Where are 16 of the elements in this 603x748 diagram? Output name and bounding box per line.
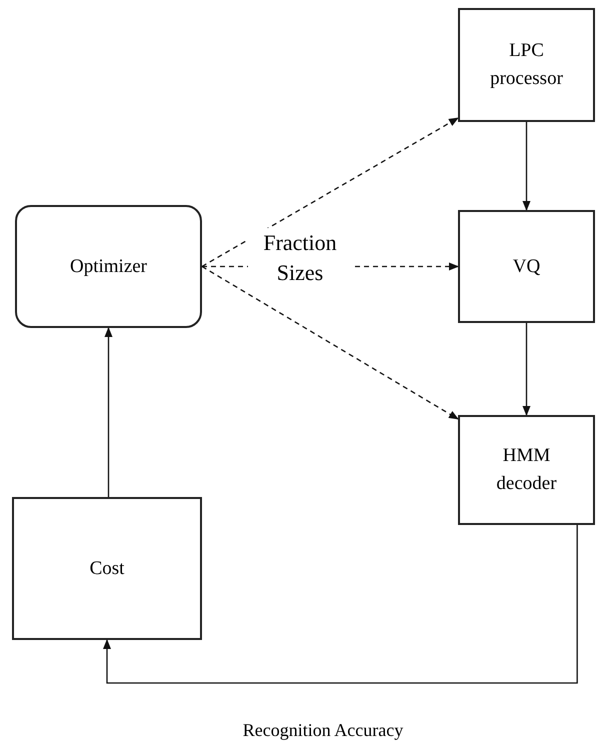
process-box [458, 210, 595, 323]
box-label: Optimizer [70, 254, 148, 278]
arrow [103, 525, 578, 684]
arrow [522, 323, 530, 416]
arrow [202, 117, 459, 268]
box-label: LPC processor [489, 39, 564, 91]
box-label: HMM decoder [495, 444, 558, 496]
box-label: VQ [512, 254, 540, 278]
process-box [458, 415, 595, 525]
process-box [12, 497, 202, 640]
arrow [522, 122, 530, 211]
arrow [202, 266, 459, 420]
process-box [15, 205, 202, 328]
process-box [458, 8, 595, 122]
arrow [104, 327, 112, 497]
box-label: Cost [90, 556, 124, 580]
